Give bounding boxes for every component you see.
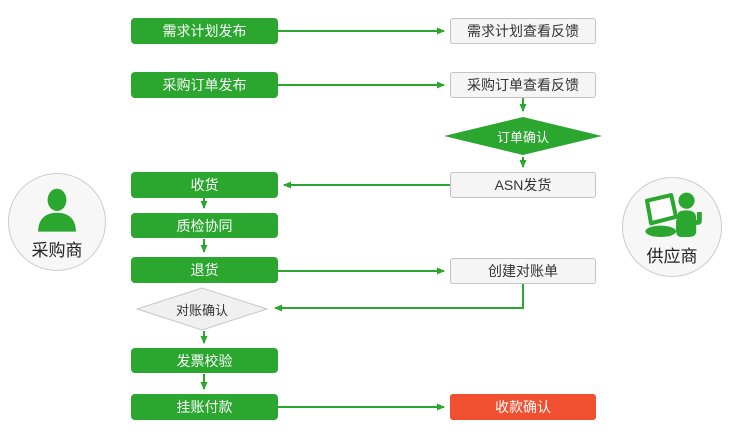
node-label: 退货: [190, 262, 219, 278]
decision-reconciliation-confirm: 对账确认: [136, 287, 268, 331]
node-label: 收款确认: [495, 399, 551, 415]
node-booked-payment: 挂账付款: [131, 394, 278, 420]
node-label: 挂账付款: [176, 399, 233, 415]
node-create-statement: 创建对账单: [450, 258, 596, 284]
supplier-actor: 供应商: [622, 177, 722, 277]
node-po-publish: 采购订单发布: [131, 72, 278, 98]
supplier-label: 供应商: [646, 247, 698, 266]
person-icon: [31, 187, 83, 235]
node-label: 创建对账单: [488, 263, 558, 279]
node-label: 需求计划发布: [162, 23, 247, 39]
node-label: 收货: [190, 177, 219, 193]
node-label: ASN发货: [494, 177, 552, 193]
decision-order-confirm: 订单确认: [444, 116, 602, 156]
node-po-view-feedback: 采购订单查看反馈: [450, 72, 596, 98]
node-label: 采购订单发布: [162, 77, 247, 93]
person-laptop-icon: [641, 191, 703, 241]
node-label: 采购订单查看反馈: [467, 77, 579, 93]
node-label: 发票校验: [176, 352, 233, 369]
node-invoice-verification: 发票校验: [131, 348, 278, 373]
node-demand-plan-publish: 需求计划发布: [131, 18, 278, 44]
node-label: 需求计划查看反馈: [467, 23, 579, 39]
node-asn-shipment: ASN发货: [450, 172, 596, 198]
decision-label: 订单确认: [496, 129, 549, 145]
node-receive-goods: 收货: [131, 172, 278, 198]
buyer-actor: 采购商: [8, 173, 106, 271]
node-demand-plan-view-feedback: 需求计划查看反馈: [450, 18, 596, 44]
decision-label: 对账确认: [175, 302, 228, 318]
buyer-label: 采购商: [31, 241, 83, 260]
node-quality-collaboration: 质检协同: [131, 213, 278, 238]
node-label: 质检协同: [176, 217, 233, 234]
node-receipt-confirm: 收款确认: [450, 394, 596, 420]
node-returns: 退货: [131, 257, 278, 283]
